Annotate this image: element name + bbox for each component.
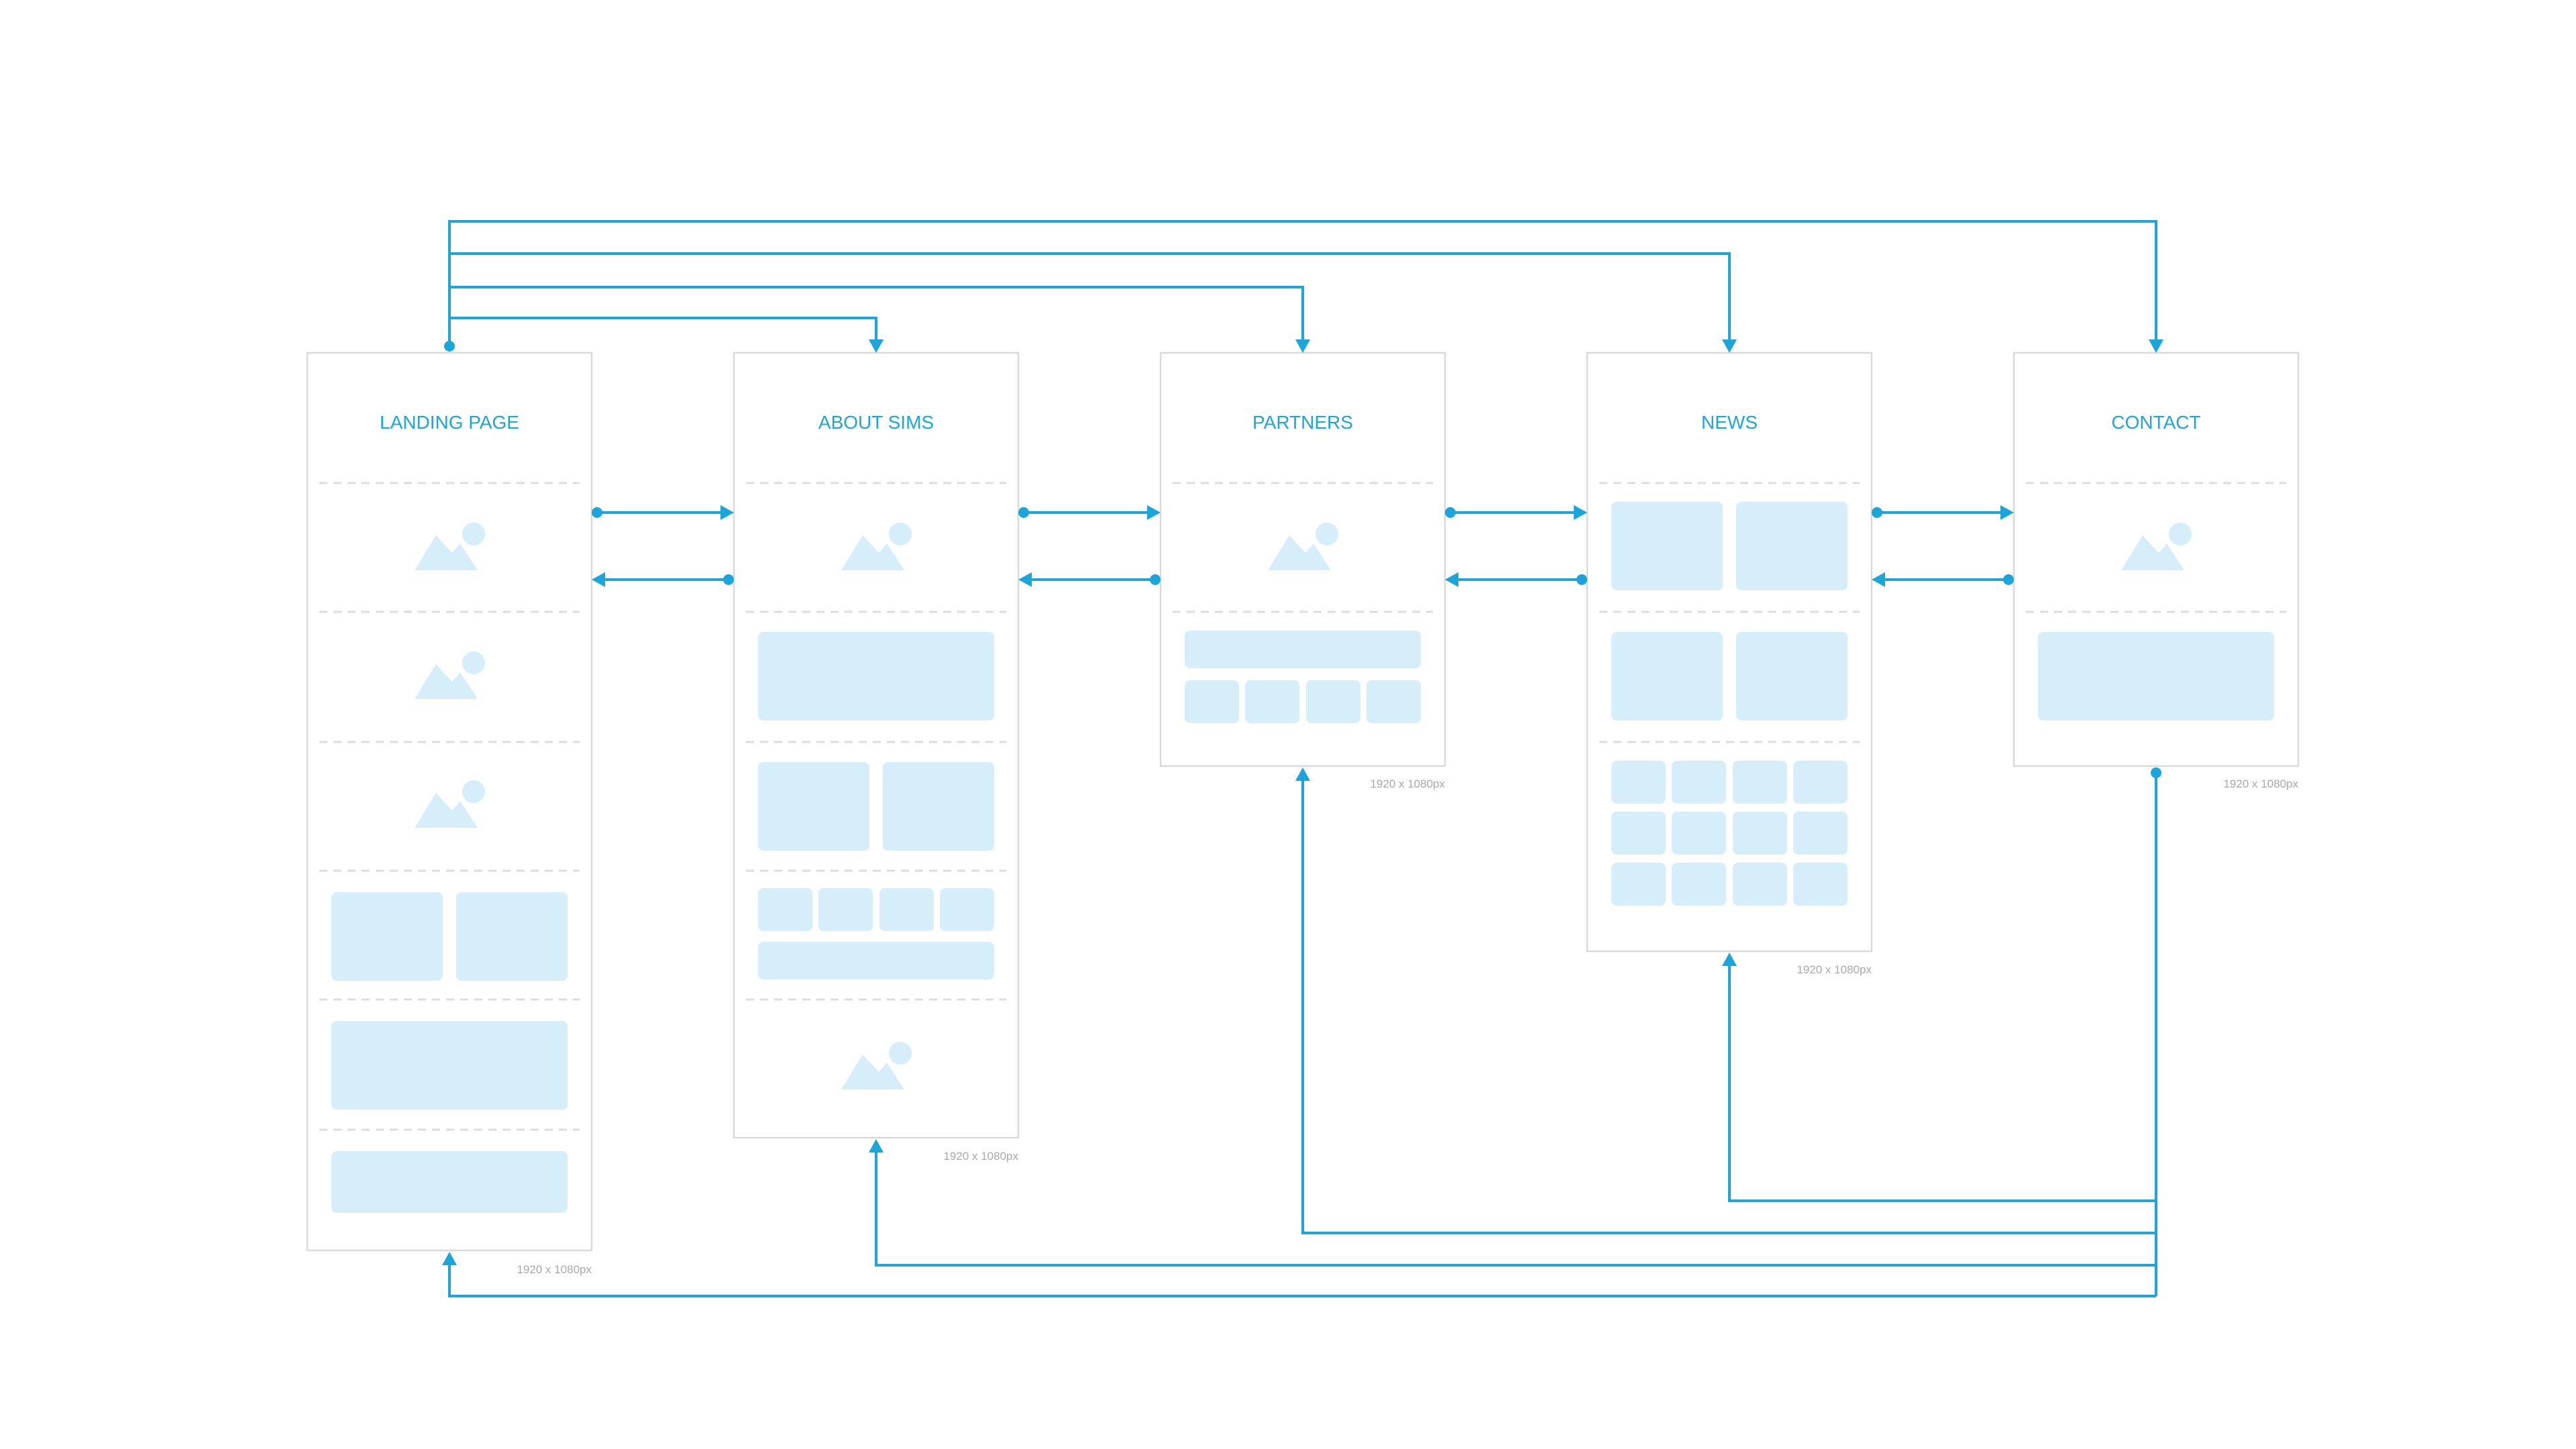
partner-logo-tile	[1185, 680, 1239, 723]
partner-logo-tile	[1366, 680, 1421, 723]
news-grid-tile	[1733, 761, 1787, 804]
news-grid-tile	[1611, 863, 1666, 906]
page-size-label: 1920 x 1080px	[2223, 777, 2298, 790]
news-grid-tile	[1793, 761, 1847, 804]
bottom-connectors	[442, 767, 2161, 1297]
news-grid-tile	[1672, 761, 1726, 804]
page-title: LANDING PAGE	[380, 412, 519, 433]
image-placeholder-icon	[841, 1042, 912, 1089]
footer-block	[331, 1151, 568, 1213]
connector-contact-to-partners	[1301, 775, 2156, 1234]
arrow-head-icon	[1295, 767, 1310, 781]
page-frame	[733, 352, 1020, 1139]
content-tile	[940, 888, 994, 931]
top-connectors	[444, 220, 2163, 353]
content-tile	[818, 888, 873, 931]
neighbor-connectors	[592, 505, 2014, 587]
content-tile	[758, 888, 812, 931]
content-block	[331, 1021, 568, 1110]
image-placeholder-icon	[1268, 523, 1338, 570]
content-tile	[879, 888, 934, 931]
page-landing: LANDING PAGE 1920 x 1080px	[306, 352, 593, 1276]
page-size-label: 1920 x 1080px	[1796, 963, 1872, 976]
news-grid-tile	[1793, 812, 1847, 855]
contact-form-block	[2038, 632, 2274, 720]
connector-contact-to-about	[875, 1147, 2156, 1267]
page-partners: PARTNERS 1920 x 1080px	[1159, 352, 1446, 790]
content-block	[883, 762, 994, 851]
partner-logo-tile	[1245, 680, 1299, 723]
image-placeholder-icon	[2121, 523, 2192, 570]
image-placeholder-icon	[415, 780, 485, 828]
connector-contact-to-news	[1728, 961, 2156, 1202]
page-size-label: 1920 x 1080px	[517, 1263, 592, 1276]
page-title: NEWS	[1701, 412, 1758, 433]
content-block	[758, 762, 869, 851]
image-placeholder-icon	[415, 651, 485, 699]
news-grid-tile	[1672, 863, 1726, 906]
connector-contact-to-landing	[448, 1260, 2156, 1297]
arrow-head-icon	[869, 1139, 883, 1152]
image-placeholder-icon	[415, 523, 485, 570]
content-block	[758, 632, 994, 720]
news-grid-tile	[1611, 812, 1666, 855]
content-bar	[758, 942, 994, 979]
page-news: NEWS 1920 x 1080px	[1586, 352, 1873, 976]
arrow-head-icon	[1872, 572, 1885, 587]
arrow-head-icon	[720, 505, 734, 520]
connector-landing-to-partners	[449, 286, 1304, 345]
arrow-head-icon	[1574, 505, 1587, 520]
page-title: CONTACT	[2111, 412, 2200, 433]
arrow-head-icon	[1445, 572, 1458, 587]
page-title: PARTNERS	[1252, 412, 1353, 433]
page-size-label: 1920 x 1080px	[1370, 777, 1445, 790]
arrow-head-icon	[1722, 339, 1737, 353]
news-grid-tile	[1733, 863, 1787, 906]
news-grid-tile	[1793, 863, 1847, 906]
news-grid-tile	[1611, 761, 1666, 804]
page-contact: CONTACT 1920 x 1080px	[2012, 352, 2300, 790]
news-card	[1736, 502, 1847, 590]
arrow-head-icon	[2000, 505, 2014, 520]
page-title: ABOUT SIMS	[818, 412, 934, 433]
arrow-head-icon	[442, 1252, 457, 1265]
arrow-head-icon	[1722, 953, 1737, 966]
page-size-label: 1920 x 1080px	[943, 1150, 1018, 1163]
news-grid-tile	[1733, 812, 1787, 855]
content-block	[331, 892, 443, 981]
arrow-head-icon	[592, 572, 605, 587]
content-block	[456, 892, 568, 981]
arrow-head-icon	[1295, 339, 1310, 353]
partner-logo-tile	[1306, 680, 1360, 723]
page-frame	[306, 352, 593, 1252]
arrow-head-icon	[869, 339, 883, 353]
news-card	[1611, 502, 1723, 590]
page-about-sims: ABOUT SIMS 1920 x 1080px	[733, 352, 1020, 1163]
news-grid	[1611, 761, 1847, 906]
connector-landing-to-contact	[448, 220, 2157, 346]
connector-landing-to-news	[449, 252, 1731, 345]
news-card	[1736, 632, 1847, 720]
arrow-head-icon	[1147, 505, 1161, 520]
arrow-head-icon	[2149, 339, 2163, 353]
image-placeholder-icon	[841, 523, 912, 570]
news-grid-tile	[1672, 812, 1726, 855]
connector-landing-to-about	[449, 317, 877, 345]
news-card	[1611, 632, 1723, 720]
content-bar	[1185, 631, 1421, 668]
arrow-head-icon	[1018, 572, 1032, 587]
